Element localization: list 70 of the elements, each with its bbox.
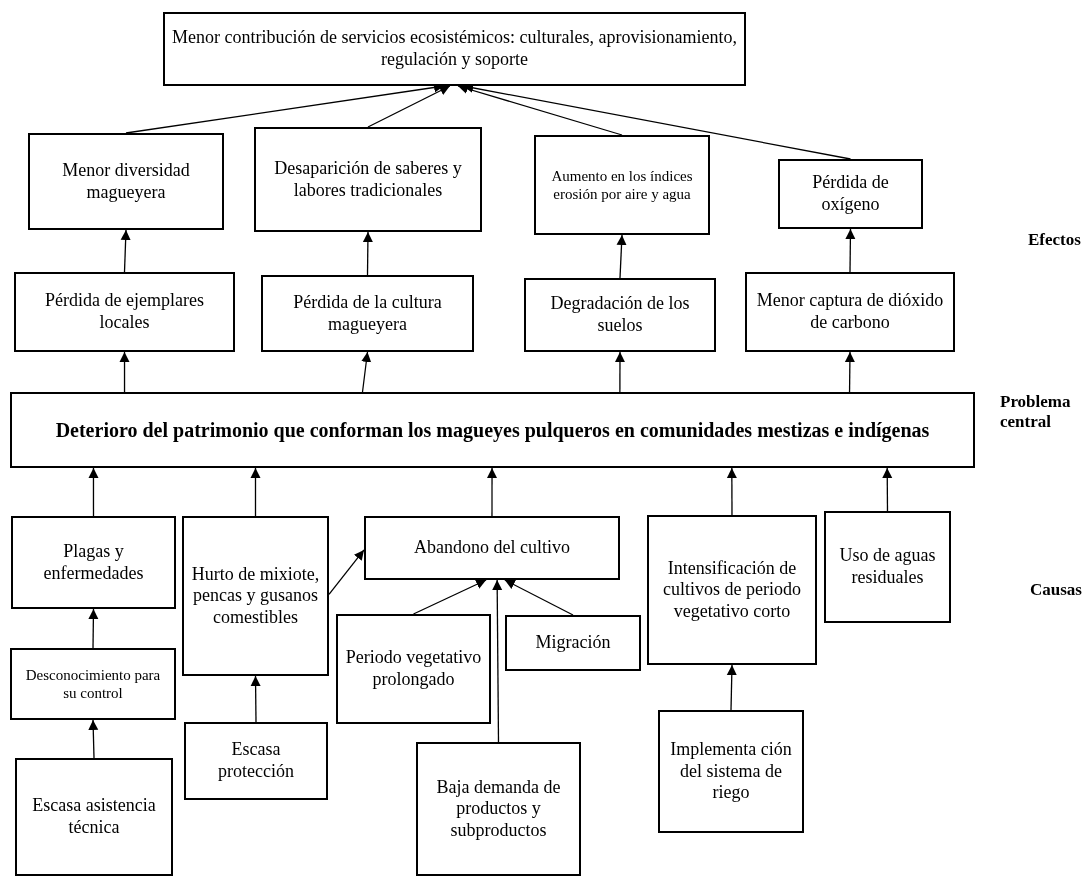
arrow	[361, 351, 372, 393]
text-box	[416, 742, 581, 876]
text-box	[28, 133, 224, 230]
box-text: Migración	[535, 632, 611, 654]
text-box	[524, 278, 716, 352]
arrow	[844, 351, 855, 393]
arrow	[88, 608, 99, 649]
arrow	[457, 84, 623, 136]
arrow	[487, 467, 497, 517]
text-box	[824, 511, 951, 623]
box-text: Deterioro del patrimonio que conforman los magueyes pulqueros en comunidades mestizas e indígenas	[55, 418, 930, 442]
box-text: Desaparición de saberes y labores tradicionales	[273, 157, 463, 202]
box-text: Escasa asistencia técnica	[31, 795, 157, 839]
arrow	[845, 228, 856, 273]
arrow	[726, 467, 737, 516]
box-text: Uso de aguas residuales	[838, 545, 937, 589]
text-box	[658, 710, 804, 833]
box-text: Pérdida de oxígeno	[811, 172, 890, 216]
level-label: Causas	[1030, 580, 1083, 601]
text-box	[364, 516, 620, 580]
arrow	[614, 351, 625, 393]
arrow	[362, 231, 373, 276]
text-box	[14, 272, 235, 352]
box-text: Baja demanda de productos y subproductos	[435, 776, 562, 842]
level-label: Efectos	[1028, 230, 1082, 251]
text-box	[163, 12, 746, 86]
box-text: Menor captura de dióxido de carbono	[755, 290, 945, 334]
arrow	[88, 719, 99, 759]
arrow	[88, 467, 99, 517]
level-label: Problema central	[1000, 392, 1072, 433]
box-text: Hurto de mixiote, pencas y gusanos comestibles	[190, 563, 321, 629]
text-box	[336, 614, 491, 724]
text-box	[184, 722, 328, 800]
text-box	[505, 615, 641, 671]
text-box	[534, 135, 710, 235]
text-box	[778, 159, 923, 229]
box-text: Abandono del cultivo	[414, 537, 570, 559]
text-box	[15, 758, 173, 876]
box-text: Periodo vegetativo prolongado	[344, 647, 483, 691]
box-text: Pérdida de la cultura magueyera	[292, 291, 443, 336]
box-text: Intensificación de cultivos de periodo vegetativo corto	[662, 557, 802, 623]
central-problem-box	[10, 392, 975, 468]
box-text: Desconocimiento para su control	[24, 666, 162, 702]
arrow	[412, 579, 487, 615]
arrow	[250, 467, 261, 517]
text-box	[261, 275, 474, 352]
arrow	[250, 675, 261, 723]
arrow	[328, 549, 365, 596]
text-box	[254, 127, 482, 232]
box-text: Escasa protección	[217, 739, 295, 783]
arrow	[726, 664, 737, 711]
text-box	[647, 515, 817, 665]
arrow	[492, 579, 503, 743]
text-box	[745, 272, 955, 352]
box-text: Implementa ción del sistema de riego	[669, 739, 793, 804]
arrow	[120, 229, 131, 273]
box-text: Degradación de los suelos	[549, 293, 691, 337]
arrow	[119, 351, 130, 393]
box-text: Menor contribución de servicios ecosistémicos: culturales, aprovisionamiento, regulación y soporte	[171, 27, 738, 71]
box-text: Aumento en los índices erosión por aire y agua	[550, 167, 694, 203]
box-text: Pérdida de ejemplares locales	[44, 290, 205, 334]
box-text: Menor diversidad magueyera	[61, 159, 191, 204]
box-text: Plagas y enfermedades	[42, 540, 145, 585]
arrow	[616, 234, 627, 279]
text-box	[11, 516, 176, 609]
arrow	[367, 85, 451, 128]
text-box	[182, 516, 329, 676]
text-box	[10, 648, 176, 720]
arrow	[504, 579, 574, 616]
arrow	[882, 467, 893, 512]
